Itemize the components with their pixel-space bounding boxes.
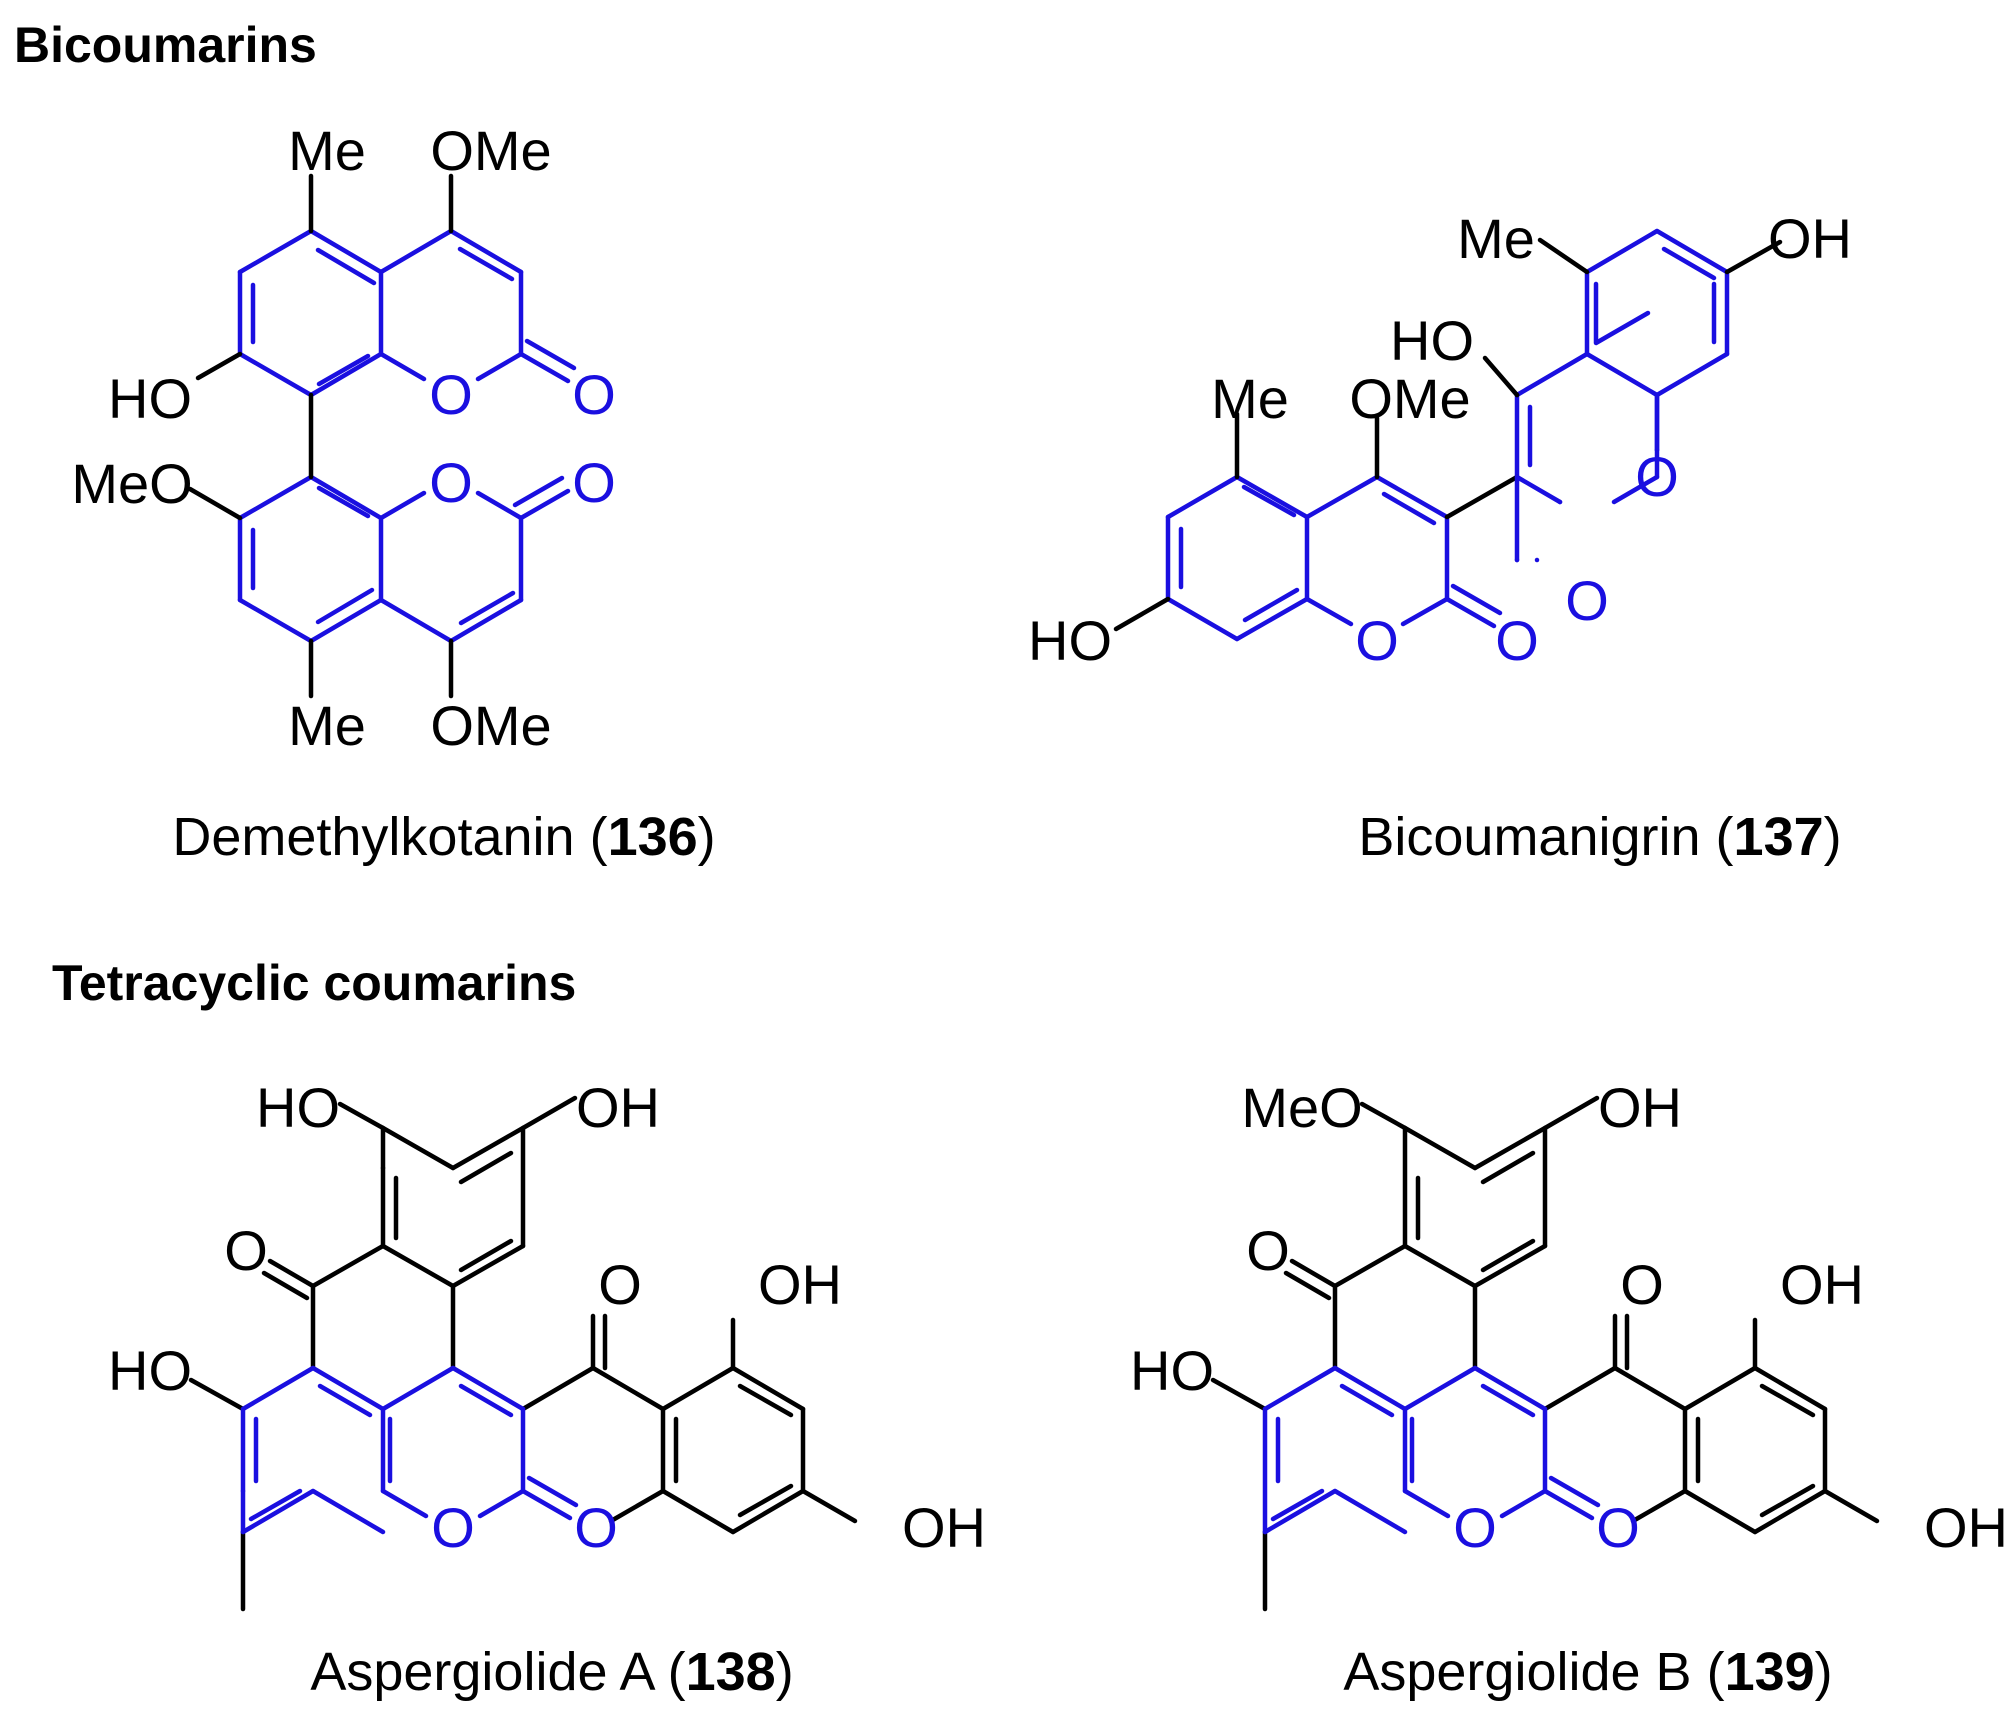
compound-name: Demethylkotanin [172,807,574,867]
structure-aspergiolide-a: HO OH O O OH HO OH O O [108,1076,986,1612]
atom-label: OH [1924,1496,2008,1559]
atom-label: OH [1768,207,1852,270]
atom-label: HO [1390,309,1474,372]
atom-label: O [1596,1496,1640,1559]
atom-label: OMe [430,119,551,182]
compound-number: 139 [1725,1642,1815,1702]
atom-label: Me [1211,367,1289,430]
atom-label: HO [108,367,192,430]
structure-bicoumanigrin: Me OH HO Me OMe HO O O O O [1028,207,1852,672]
compound-name: Aspergiolide B [1343,1642,1691,1702]
atom-label: O [1355,609,1399,672]
atom-label: OH [1598,1076,1682,1139]
atom-label: O [1620,1253,1664,1316]
section-heading-bicoumarins: Bicoumarins [14,17,317,73]
atom-label: O [1246,1219,1290,1282]
compound-number: 138 [686,1642,776,1702]
atom-label: O [431,1496,475,1559]
atom-label: OH [1780,1253,1864,1316]
structure-aspergiolide-b: MeO OH O O OH HO OH O O [1130,1076,2008,1612]
atom-label: HO [256,1076,340,1139]
atom-label: O [572,451,616,514]
section-heading-tetracyclic-coumarins: Tetracyclic coumarins [52,955,576,1011]
atom-label: OH [758,1253,842,1316]
atom-label: OH [576,1076,660,1139]
atom-label: OMe [1349,367,1470,430]
atom-label: HO [1028,609,1112,672]
compound-name: Bicoumanigrin [1358,807,1700,867]
compound-number: 137 [1734,807,1824,867]
atom-label: O [1453,1496,1497,1559]
atom-label: Me [1457,207,1535,270]
atom-label: O [574,1496,618,1559]
atom-label: O [429,363,473,426]
atom-label: O [224,1219,268,1282]
atom-label: MeO [71,452,192,515]
atom-label: O [572,363,616,426]
atom-label: Me [288,694,366,757]
atom-label: Me [288,119,366,182]
atom-label: MeO [1241,1076,1362,1139]
compound-caption-136: Demethylkotanin (136) [172,807,715,867]
atom-label: O [1565,569,1609,632]
atom-label: HO [1130,1339,1214,1402]
atom-label: O [429,451,473,514]
atom-label: OMe [430,694,551,757]
atom-label: HO [108,1339,192,1402]
atom-label: O [598,1253,642,1316]
compound-name: Aspergiolide A [310,1642,655,1702]
structure-demethylkotanin: Me OMe HO MeO Me OMe O O O O [71,119,615,757]
compound-number: 136 [608,807,698,867]
compound-caption-139: Aspergiolide B (139) [1343,1642,1832,1702]
atom-label: OH [902,1496,986,1559]
atom-label: O [1495,609,1539,672]
compound-caption-138: Aspergiolide A (138) [310,1642,793,1702]
atom-label: O [1635,445,1679,508]
compound-caption-137: Bicoumanigrin (137) [1358,807,1841,867]
